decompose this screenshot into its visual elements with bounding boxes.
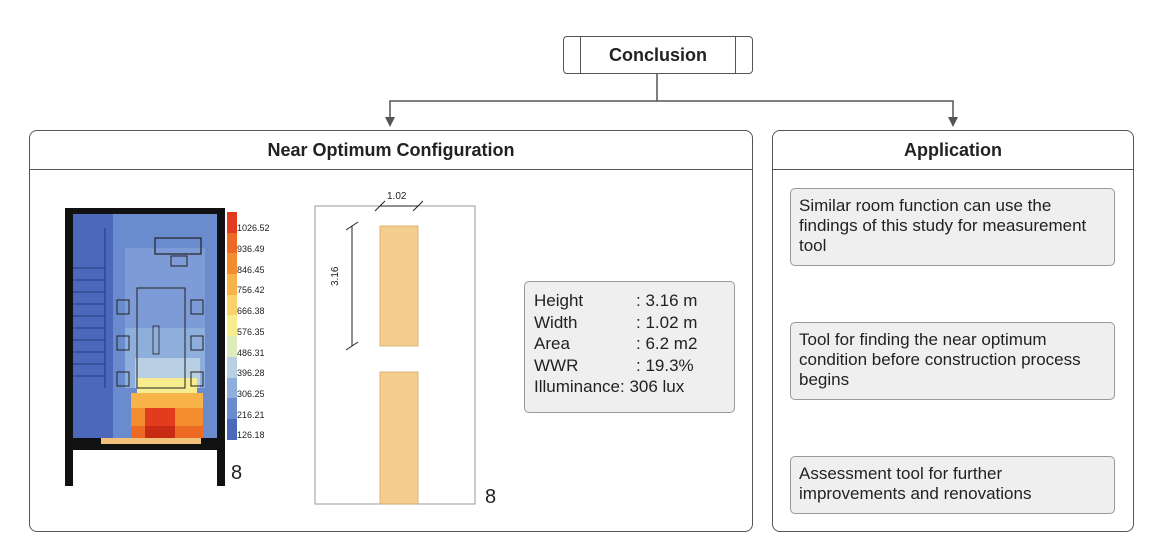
width-dimension-label: 1.02 (387, 191, 407, 202)
scale-value: 396.28 (237, 368, 265, 378)
spec-row: Area : 6.2 m2 (534, 333, 734, 355)
spec-row: Height : 3.16 m (534, 290, 734, 312)
scale-value: 216.21 (237, 410, 265, 420)
color-scale-bar (227, 212, 237, 440)
application-title: Application (904, 139, 1002, 160)
application-item: Similar room function can use the findin… (790, 188, 1115, 266)
spec-value: : 6.2 m2 (636, 334, 698, 353)
spec-row: Width : 1.02 m (534, 312, 734, 334)
near-optimum-title: Near Optimum Configuration (267, 139, 515, 160)
application-item: Tool for finding the near optimum condit… (790, 322, 1115, 400)
spec-value: : 1.02 m (636, 312, 698, 332)
spec-label: WWR (534, 355, 579, 375)
window-elevation-drawing (314, 200, 476, 505)
spec-value: : 3.16 m (636, 291, 698, 310)
arrowhead-right (948, 117, 958, 127)
spec-value: : 19.3% (636, 355, 694, 375)
scale-value: 576.35 (237, 327, 265, 337)
spec-row: Illuminance : 306 lux (534, 376, 734, 398)
window-drawing-label: 8 (485, 486, 497, 508)
application-item: Assessment tool for further improvements… (790, 456, 1115, 514)
scale-value: 126.18 (237, 430, 265, 440)
scale-value: 666.38 (237, 306, 265, 316)
spec-label: Height (534, 291, 584, 310)
scale-value: 306.25 (237, 389, 265, 399)
scale-value: 486.31 (237, 348, 265, 358)
spec-row: WWR : 19.3% (534, 355, 734, 377)
scale-value: 846.45 (237, 265, 265, 275)
height-dimension-label: 3.16 (330, 266, 341, 286)
spec-label: Area (534, 334, 570, 353)
scale-value: 756.42 (237, 285, 265, 295)
spec-label: Width (534, 312, 578, 332)
heatmap-label: 8 (231, 462, 243, 484)
scale-value: 936.49 (237, 244, 265, 254)
scale-value: 1026.52 (237, 223, 270, 233)
specs-box: Height : 3.16 m Width : 1.02 m Area : 6.… (524, 281, 735, 413)
spec-label: Illuminance (534, 377, 620, 396)
conclusion-label: Conclusion (609, 44, 707, 65)
arrowhead-left (385, 117, 395, 127)
spec-value: : 306 lux (620, 377, 685, 396)
illuminance-heatmap (65, 208, 225, 486)
conclusion-node: Conclusion (563, 36, 753, 74)
